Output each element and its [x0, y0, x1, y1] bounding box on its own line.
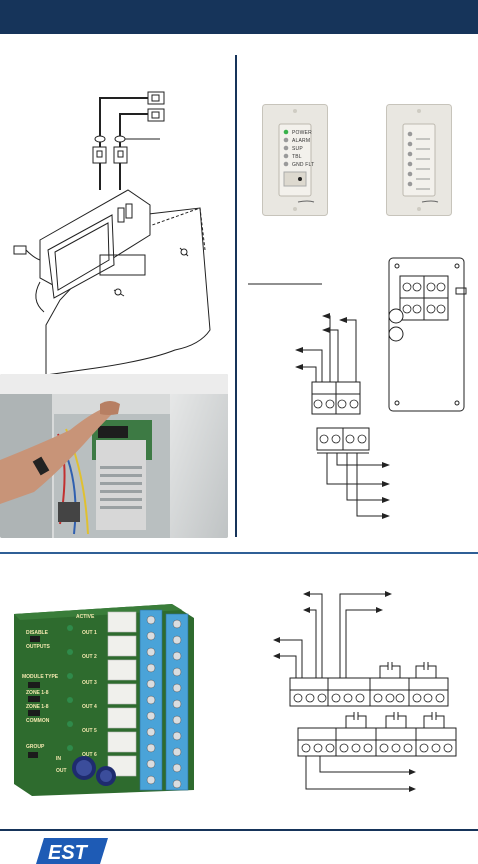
pcb-label-zone-a: ZONE 1-8 [26, 690, 49, 696]
pcb-label-common: COMMON [26, 718, 50, 724]
svg-text:EST: EST [48, 842, 89, 864]
pcb-label-group: GROUP [26, 744, 45, 750]
section-divider-vertical [235, 55, 237, 537]
annunciator-plate-leds: POWER ALARM SUP TBL GND FLT [262, 104, 328, 216]
pcb-label-out2: OUT 2 [82, 654, 97, 660]
svg-text:POWER: POWER [292, 130, 312, 136]
pcb-label-outputs: OUTPUTS [26, 644, 51, 650]
led-label-tbl: TBL [283, 153, 302, 160]
pcb-label-disable: DISABLE [26, 630, 49, 636]
relay-wiring-diagram [273, 591, 457, 792]
led-label-gnd-flt: GND FLT [283, 161, 314, 168]
mounting-diagram [13, 91, 211, 376]
pcb-label-out: OUT [56, 768, 67, 774]
est-logo: EST [36, 838, 108, 864]
pcb-label-out3: OUT 3 [82, 680, 97, 686]
led-label-alarm: ALARM [283, 137, 310, 144]
pcb-label-module-type: MODULE TYPE [22, 674, 59, 680]
annunciator-wiring-diagram [248, 257, 467, 519]
header-bar [0, 0, 478, 34]
svg-text:GND FLT: GND FLT [292, 162, 314, 168]
svg-text:TBL: TBL [292, 154, 302, 160]
pcb-label-out4: OUT 4 [82, 704, 97, 710]
svg-text:SUP: SUP [292, 146, 303, 152]
pcb-label-out6: OUT 6 [82, 752, 97, 758]
footer-divider [0, 829, 478, 831]
pcb-label-in: IN [56, 756, 61, 762]
relay-module-photo: DISABLE OUTPUTS ACTIVE MODULE TYPE ZONE … [12, 600, 196, 798]
installation-photo [0, 374, 228, 538]
section-divider-horizontal [0, 552, 478, 554]
led-label-sup: SUP [283, 145, 303, 152]
pcb-label-zone-b: ZONE 1-8 [26, 704, 49, 710]
pcb-label-out1: OUT 1 [82, 630, 97, 636]
annunciator-plate-blank [386, 104, 452, 216]
svg-text:ALARM: ALARM [292, 138, 310, 144]
led-label-power: POWER [283, 129, 312, 136]
pcb-label-active: ACTIVE [76, 614, 95, 620]
pcb-label-out5: OUT 5 [82, 728, 97, 734]
